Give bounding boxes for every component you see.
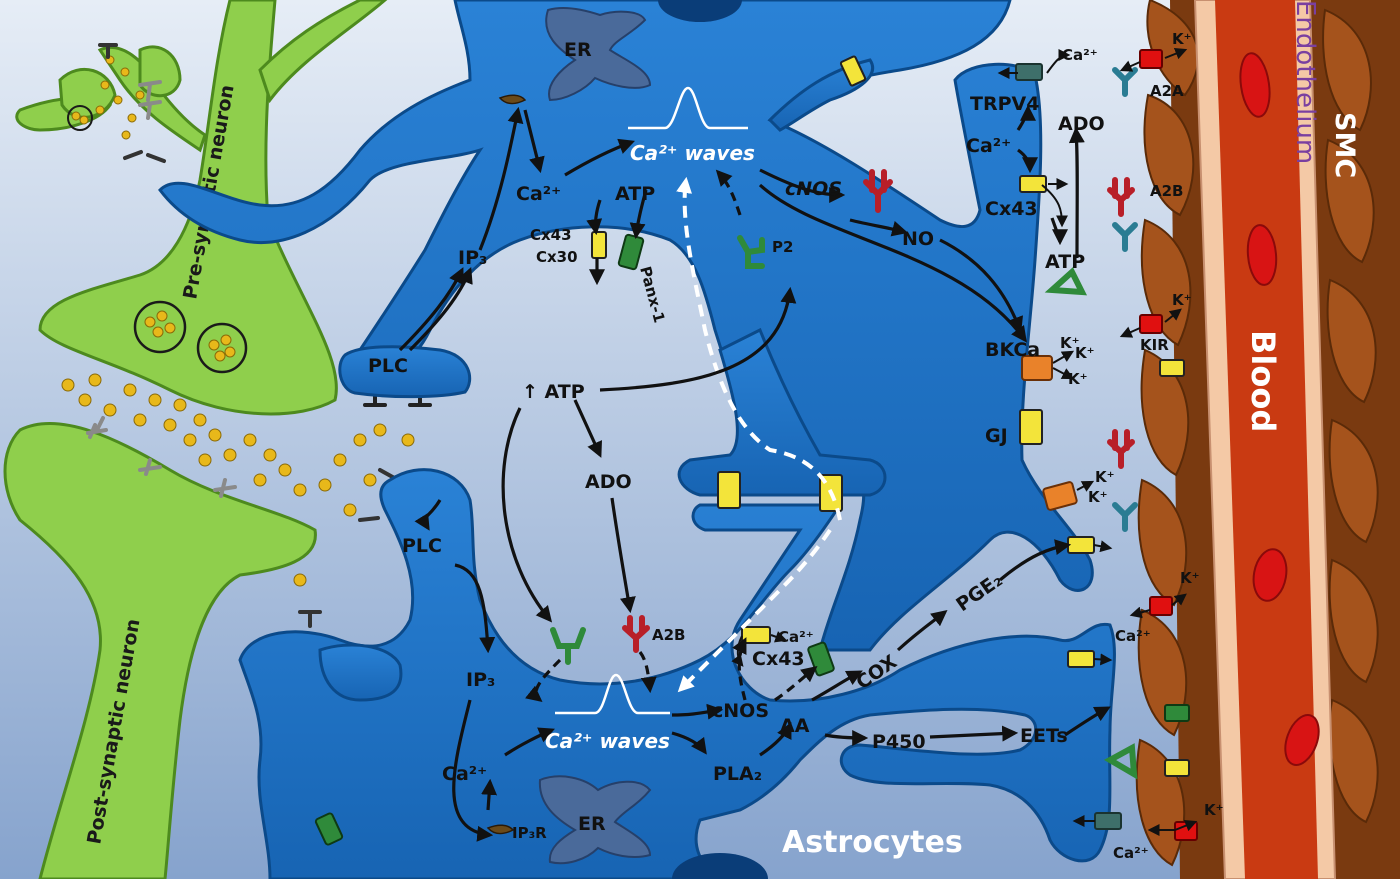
er-top-label: ER — [564, 39, 592, 61]
k-ion-9: K⁺ — [1204, 801, 1224, 819]
no-label: NO — [902, 228, 934, 250]
ca-wave-propagation-up — [676, 176, 842, 521]
blood-lumen — [1215, 0, 1318, 879]
k-ion-2: K⁺ — [1172, 291, 1192, 309]
ca-wave-trace-bottom — [555, 673, 670, 715]
smc-cells — [1135, 0, 1379, 867]
ca2-top-label: Ca²⁺ — [516, 183, 561, 205]
er-bottom-label: ER — [578, 813, 606, 835]
ca-ion-1: Ca²⁺ — [1062, 46, 1098, 64]
trpv4-label: TRPV4 — [970, 93, 1039, 115]
ca2-right-label: Ca²⁺ — [966, 135, 1011, 157]
aa-label: AA — [780, 715, 810, 737]
post-synaptic-neuron — [3, 422, 317, 879]
astrocyte-upper — [158, 0, 1094, 652]
kir-label: KIR — [1140, 336, 1169, 354]
pathway-arrows — [398, 104, 1111, 842]
atp-top-label: ATP — [615, 183, 655, 205]
ca-ion-4: Ca²⁺ — [1113, 844, 1149, 862]
smc-label: SMC — [1329, 112, 1360, 178]
up-atp-label: ↑ ATP — [522, 381, 585, 403]
ion-labels: Ca²⁺ K⁺ K⁺ K⁺ K⁺ K⁺ K⁺ K⁺ K⁺ K⁺ Ca²⁺ Ca²… — [778, 30, 1224, 862]
plc-bottom-label: PLC — [402, 535, 442, 557]
ca-ion-2: Ca²⁺ — [778, 628, 814, 646]
k-ion-8: K⁺ — [1180, 569, 1200, 587]
k-ion-3: K⁺ — [1060, 334, 1080, 352]
neurotransmitter-vesicles — [61, 55, 415, 587]
red-blood-cells — [1239, 52, 1320, 766]
ip3-bottom-label: IP₃ — [466, 669, 495, 691]
ca-waves-top-label: Ca²⁺ waves — [630, 141, 755, 165]
bk-channels — [1021, 355, 1078, 511]
k-ion-7: K⁺ — [1088, 488, 1108, 506]
a2b-right-label: A2B — [1150, 182, 1183, 200]
ca2-bottom-label: Ca²⁺ — [442, 763, 487, 785]
blood-vessel: Blood SMC Endothelium — [1135, 0, 1400, 879]
cx43-top-label: Cx43 — [530, 226, 572, 244]
ca-waves-bottom-label: Ca²⁺ waves — [545, 729, 670, 753]
astrocyte-lower — [238, 468, 1116, 879]
ca-ion-3: Ca²⁺ — [1115, 627, 1151, 645]
blood-label: Blood — [1244, 330, 1282, 432]
ion-flux-arrows — [731, 47, 1198, 836]
vesicle-pools — [67, 105, 248, 374]
atp-right-label: ATP — [1045, 251, 1085, 273]
plc-top-label: PLC — [368, 355, 408, 377]
er-bottom — [538, 775, 652, 865]
pla2-label: PLA₂ — [713, 763, 762, 785]
ca-wave-propagation-down — [677, 528, 832, 693]
receptors — [550, 67, 1138, 780]
cx43-right-label: Cx43 — [985, 198, 1038, 220]
ado-right-label: ADO — [1058, 113, 1105, 135]
p2-label: P2 — [772, 238, 793, 256]
k-ion-5: K⁺ — [1068, 370, 1088, 388]
k-ion-1: K⁺ — [1172, 30, 1192, 48]
ip3-top-label: IP₃ — [458, 247, 487, 269]
nucleus-bottom — [672, 853, 768, 879]
a2b-center-label: A2B — [652, 626, 685, 644]
k-ion-6: K⁺ — [1095, 468, 1115, 486]
cx43-bottom-label: Cx43 — [752, 648, 805, 670]
pre-synaptic-neuron — [15, 0, 388, 416]
a2a-label: A2A — [1150, 82, 1184, 100]
ip3r-receptors — [486, 94, 527, 835]
endothelium-label: Endothelium — [1290, 0, 1320, 164]
eets-label: EETs — [1020, 725, 1068, 747]
cnos-top-label: cNOS — [785, 178, 842, 200]
labels: ER ER Ca²⁺ waves Ca²⁺ waves Ca²⁺ Ca²⁺ IP… — [368, 39, 1184, 860]
ca-wave-trace-top — [628, 86, 748, 130]
kir-channels — [1139, 49, 1198, 841]
ado-center-label: ADO — [585, 471, 632, 493]
astrocytes-label: Astrocytes — [782, 825, 963, 860]
bkca-label: BKCa — [985, 339, 1040, 361]
er-top — [545, 6, 652, 102]
cx30-label: Cx30 — [536, 248, 578, 266]
ip3r-label: IP₃R — [512, 824, 547, 842]
cnos-bottom-label: cNOS — [712, 700, 769, 722]
nucleus-top — [658, 0, 742, 22]
k-ion-4: K⁺ — [1075, 344, 1095, 362]
gj-label: GJ — [985, 425, 1008, 447]
p450-label: P450 — [872, 731, 926, 753]
